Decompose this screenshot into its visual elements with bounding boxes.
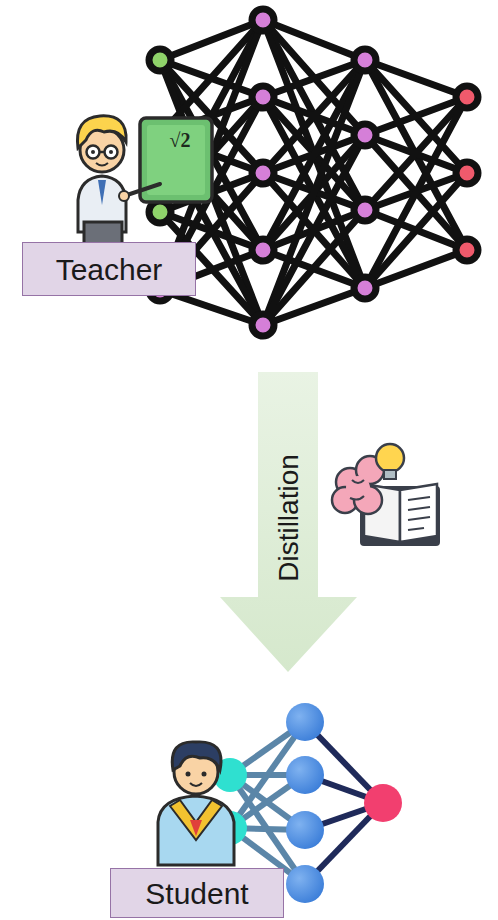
network-neuron [252,86,274,108]
distillation-arrow [220,372,357,672]
board-formula: √2 [170,130,191,150]
network-edge [263,20,365,210]
network-neuron [149,201,171,223]
network-neuron [354,277,376,299]
network-neuron [456,162,478,184]
network-neuron [456,86,478,108]
box-label: Teacher [56,253,163,286]
network-neuron [252,314,274,336]
network-edge [365,173,467,288]
network-neuron [286,865,324,903]
network-neuron [354,124,376,146]
network-neuron [286,703,324,741]
network-neuron [354,49,376,71]
network-neuron [252,9,274,31]
knowledge-icon [332,444,440,546]
network-neuron [364,784,402,822]
network-edge [263,288,365,325]
network-edge [263,135,365,325]
network-edge [263,20,365,288]
network-neuron [354,199,376,221]
teacher-label-box: Teacher [22,242,196,296]
box-label: Student [145,877,248,910]
arrow-label: Distillation [275,454,303,582]
network-neuron [252,162,274,184]
teacher-icon [77,116,212,244]
network-neuron [456,239,478,261]
network-edge [365,60,467,250]
network-neuron [149,49,171,71]
network-edge [365,250,467,288]
network-neuron [252,239,274,261]
network-edge [263,60,365,325]
network-neuron [286,811,324,849]
student-label-box: Student [110,868,284,918]
network-edge [263,210,365,325]
network-edge [263,60,365,250]
student-icon [158,742,234,865]
network-edge [365,97,467,288]
network-neuron [286,756,324,794]
